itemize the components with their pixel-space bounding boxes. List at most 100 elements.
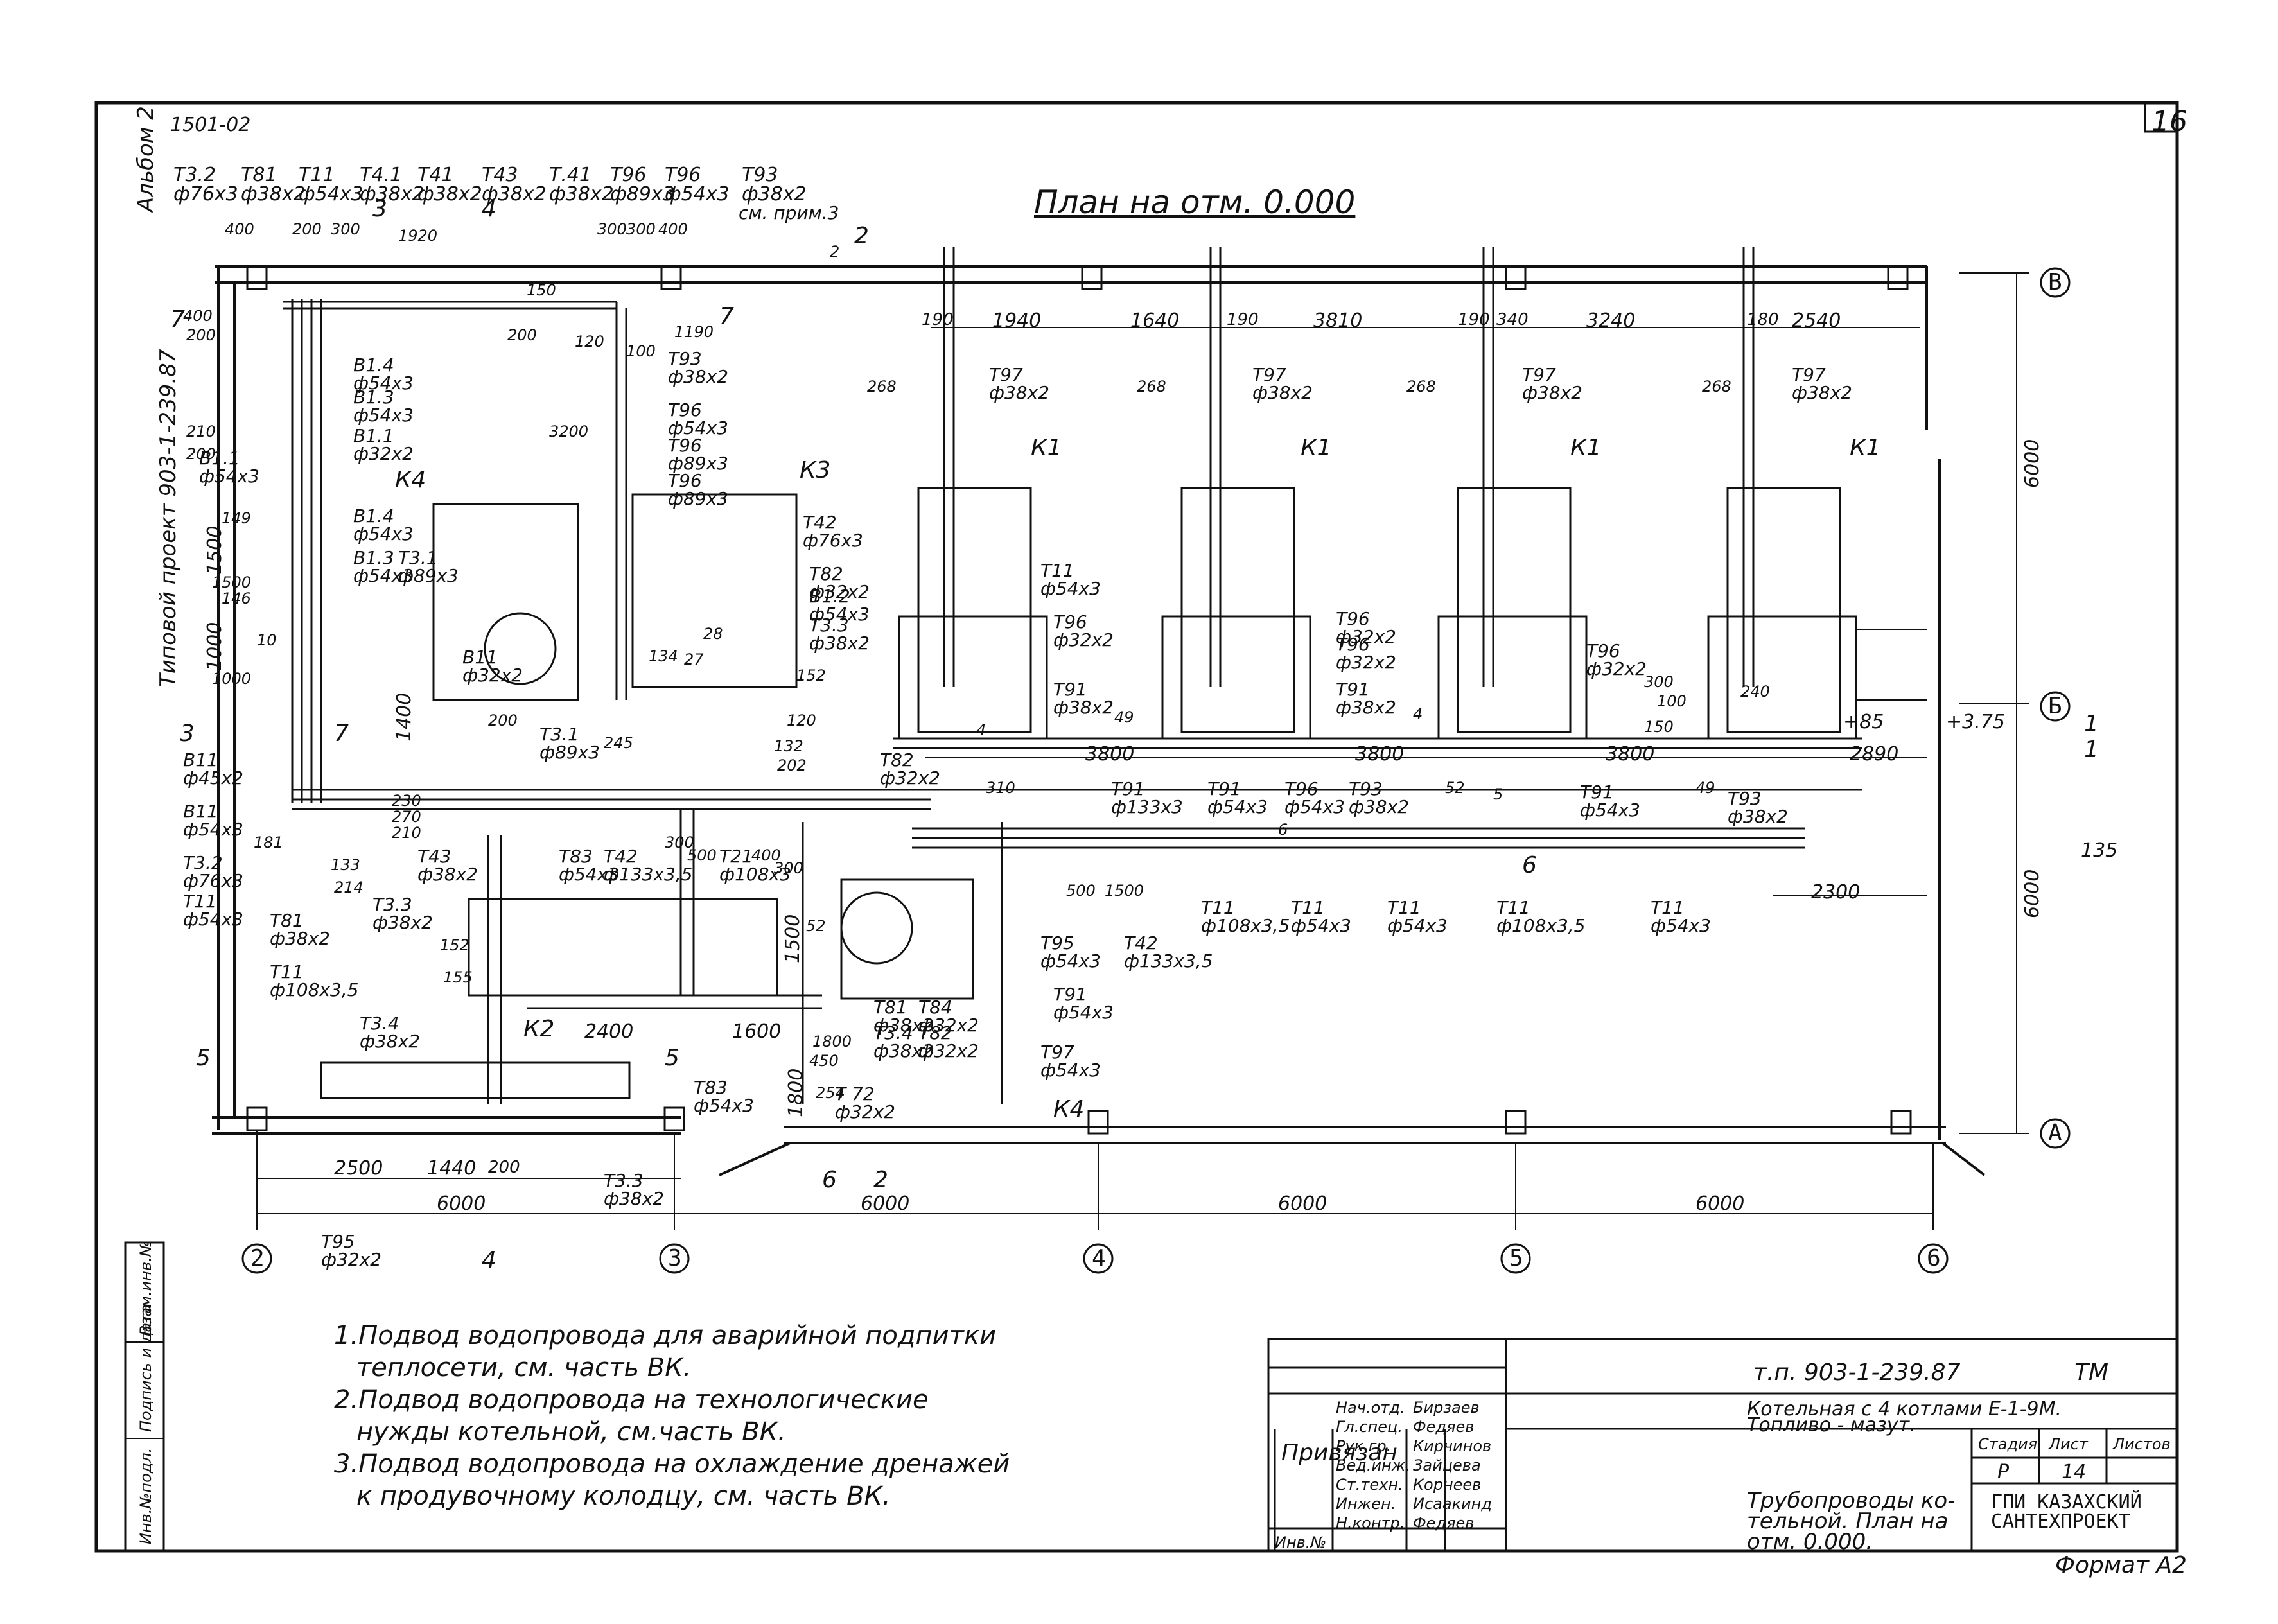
- section-3-top: 3: [372, 196, 387, 222]
- stamp-object-2: Топливо - мазут.: [1747, 1414, 1916, 1436]
- stamp-signer: Исаакинд: [1413, 1495, 1492, 1513]
- stamp-signer: Федяев: [1413, 1418, 1475, 1436]
- dimension-number: 181: [254, 834, 283, 851]
- stamp-role: Ст.техн.: [1336, 1476, 1403, 1494]
- section-6-bottom: 6: [822, 1167, 837, 1193]
- dimension-number: 149: [222, 509, 251, 527]
- dim-top-1940: 1940: [992, 310, 1042, 332]
- dimension-number: 300: [774, 859, 803, 877]
- stamp-title-1: Трубопроводы ко-: [1747, 1488, 1956, 1514]
- equipment-k4b: К4: [1053, 1096, 1085, 1122]
- dimension-number: 150: [527, 281, 556, 299]
- dim-200: 200: [488, 1158, 520, 1177]
- side-stamp-box: [124, 1241, 165, 1552]
- elev-mark-1: +85: [1843, 711, 1884, 733]
- dim-mid-3800a: 3800: [1085, 743, 1135, 765]
- dimension-number: 450: [809, 1052, 839, 1070]
- plan-title: План на отм. 0.000: [1034, 184, 1356, 221]
- section-4-top: 4: [482, 196, 496, 222]
- stamp-mark: ТМ: [2074, 1359, 2109, 1386]
- dimension-number: 300: [626, 220, 656, 238]
- dimension-number: 52: [806, 917, 826, 935]
- sheet-code: 1501-02: [170, 114, 251, 136]
- note-line-2: теплосети, см. часть ВК.: [356, 1353, 692, 1383]
- stamp-title-3: отм. 0.000.: [1747, 1529, 1873, 1555]
- dimension-number: 300: [597, 220, 627, 238]
- dimension-number: 49: [1695, 779, 1715, 797]
- dimension-number: 1500: [1105, 882, 1144, 900]
- dimension-number: 49: [1114, 708, 1134, 726]
- dim-mid-2890: 2890: [1850, 743, 1899, 765]
- dim-span-1: 6000: [437, 1192, 486, 1215]
- dimension-number: 52: [1445, 779, 1465, 797]
- columns: [246, 265, 1912, 1135]
- dimension-number: 120: [575, 333, 604, 351]
- dimension-number: 28: [703, 625, 723, 643]
- stamp-role: Гл.спец.: [1336, 1418, 1403, 1436]
- side-cell-1: Инв.№подл.: [137, 1447, 155, 1544]
- axis-lines: [256, 272, 2029, 1230]
- dimension-number: 134: [649, 647, 678, 665]
- dimension-number: 150: [1644, 718, 1674, 736]
- stamp-sheet: 14: [2062, 1461, 2087, 1483]
- dimension-number: 27: [684, 650, 704, 668]
- equipment-k1-1: К1: [1031, 435, 1062, 461]
- dimension-number: 132: [774, 737, 803, 755]
- equipment-blocks: [320, 493, 974, 1099]
- axis-label-4: 4: [1092, 1245, 1106, 1271]
- axis-bubbles: [241, 267, 2071, 1274]
- dim-1440: 1440: [427, 1157, 477, 1180]
- dim-top-180: 180: [1747, 310, 1779, 329]
- elev-mark-3: 135: [2081, 839, 2118, 862]
- dim-top-3810: 3810: [1313, 310, 1363, 332]
- dimension-number: 1920: [398, 227, 438, 245]
- dimension-number: 210: [392, 824, 421, 842]
- dimension-number: 200: [292, 220, 322, 238]
- dimension-number: 240: [1740, 683, 1770, 701]
- equipment-k4a: К4: [395, 467, 426, 493]
- dimension-number: 268: [1406, 378, 1436, 396]
- dimension-number: 2: [830, 243, 840, 261]
- dimension-number: 300: [1644, 673, 1674, 691]
- equipment-k3: К3: [800, 457, 831, 484]
- dimension-number: 4: [976, 721, 986, 739]
- dimension-number: 500: [1066, 882, 1096, 900]
- note-line-5: 3.Подвод водопровода на охлаждение дрена…: [334, 1449, 1010, 1479]
- dimension-number: 4: [1413, 705, 1423, 723]
- axis-label-6: 6: [1927, 1245, 1941, 1271]
- note-line-3: 2.Подвод водопровода на технологические: [334, 1385, 929, 1415]
- building-walls: [212, 265, 1986, 1176]
- stamp-signer: Кирчинов: [1413, 1437, 1492, 1455]
- dimension-lines: [257, 327, 1933, 1214]
- dim-top-1640: 1640: [1130, 310, 1180, 332]
- section-4-bottom: 4: [482, 1247, 496, 1273]
- dimension-number: 1500: [212, 573, 252, 591]
